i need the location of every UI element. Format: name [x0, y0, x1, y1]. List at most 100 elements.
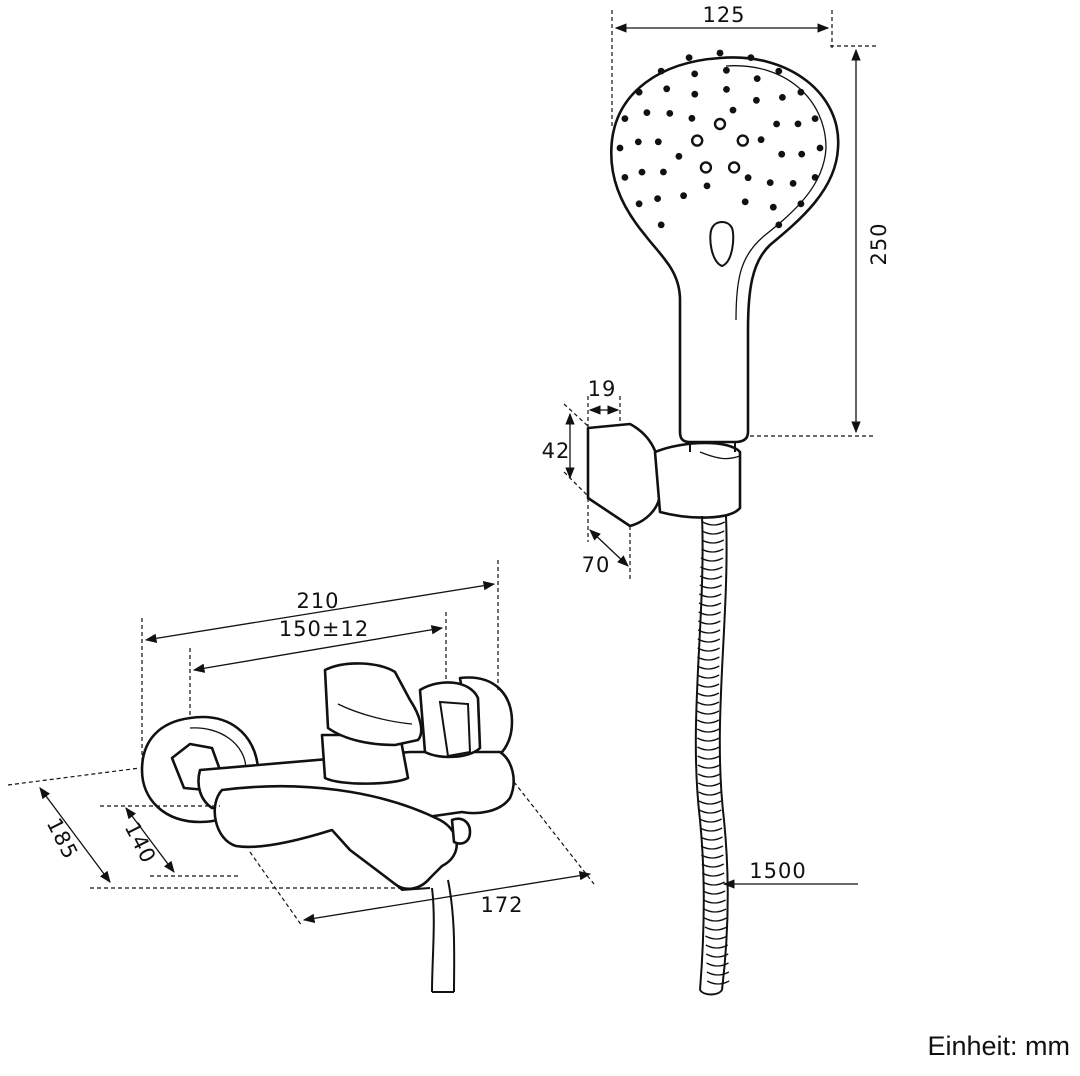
bath-mixer: [140, 662, 515, 993]
hose-rib: [702, 890, 726, 895]
spray-nozzle: [811, 174, 819, 181]
hose-rib: [697, 656, 720, 661]
unit-label: Einheit: mm: [927, 1031, 1070, 1061]
hose-rib: [700, 557, 724, 562]
hose-rib: [701, 872, 725, 877]
spray-nozzle: [794, 120, 802, 128]
dim-label-holder-depth: 19: [588, 377, 617, 401]
hose-rib: [700, 854, 724, 859]
hose-rib: [700, 845, 724, 850]
hose-rib: [697, 773, 721, 778]
dim-mixer-center-distance: 150±12: [189, 612, 447, 716]
hose-rib: [699, 575, 723, 580]
hose-rib: [705, 944, 729, 949]
hose-rib: [697, 629, 721, 634]
spray-nozzle: [778, 150, 786, 158]
spray-nozzle: [775, 67, 783, 75]
spray-nozzle: [775, 221, 783, 229]
spray-nozzle: [691, 70, 699, 78]
hose-rib: [701, 548, 724, 553]
hose-rib: [702, 881, 726, 886]
dim-holder-height: 42: [542, 403, 591, 497]
hose-rib: [696, 710, 720, 715]
spray-nozzle: [789, 180, 797, 187]
spray-nozzle: [766, 179, 774, 187]
spray-nozzle: [729, 106, 737, 114]
hose-rib: [704, 917, 727, 922]
spray-nozzle-large: [691, 134, 704, 147]
dim-head-width: 125: [611, 3, 833, 128]
dim-hose-length: 1500: [722, 859, 858, 889]
spray-nozzle: [741, 198, 749, 206]
spray-nozzle: [657, 221, 665, 229]
hose-rib: [697, 764, 721, 769]
spray-nozzle: [657, 67, 665, 75]
spray-nozzle: [723, 86, 730, 93]
spray-nozzle-large: [727, 161, 741, 174]
hose-rib: [696, 674, 720, 679]
hose-rib: [698, 809, 722, 814]
spray-nozzle: [779, 94, 786, 101]
hose-rib: [696, 701, 720, 706]
spray-nozzle: [703, 182, 711, 190]
hose-rib: [697, 647, 720, 652]
spray-nozzle: [680, 192, 687, 200]
dim-label-holder-height: 42: [542, 439, 571, 463]
dim-label-head-width: 125: [702, 3, 745, 27]
spray-nozzle: [643, 109, 651, 116]
spray-nozzle: [747, 54, 755, 61]
spray-nozzle: [638, 168, 646, 176]
spray-nozzle-large: [713, 117, 727, 131]
hose-rib: [698, 611, 722, 616]
hose-rib: [702, 521, 726, 526]
hose-rib: [701, 530, 725, 535]
hose-rib: [697, 638, 721, 643]
spray-nozzle: [773, 120, 780, 128]
spray-nozzles: [616, 49, 824, 229]
hose-rib: [698, 791, 721, 796]
hose-rib: [706, 971, 730, 976]
dim-label-mixer-projection-outer: 185: [42, 814, 83, 863]
dim-label-mixer-projection-inner: 140: [120, 818, 161, 867]
dim-mixer-spout-length: 172: [249, 781, 595, 927]
spray-nozzle: [769, 203, 777, 211]
spray-nozzle: [723, 66, 730, 74]
shower-hose: [694, 515, 730, 996]
spray-nozzle: [688, 114, 696, 122]
spray-nozzle: [621, 174, 629, 181]
hose-rib: [700, 836, 723, 841]
spray-nozzle: [666, 110, 674, 117]
hose-rib: [705, 953, 729, 958]
hose-rib: [696, 719, 720, 724]
hose-rib: [696, 737, 720, 742]
dim-label-mixer-center-distance: 150±12: [279, 617, 369, 641]
hose-rib: [696, 683, 720, 688]
spray-nozzle: [675, 152, 683, 160]
spray-nozzle: [621, 115, 629, 122]
spray-nozzle: [797, 88, 805, 96]
hose-rib: [696, 665, 720, 670]
spray-nozzle: [753, 75, 761, 82]
dim-label-mixer-spout-length: 172: [480, 893, 523, 917]
spray-nozzle: [685, 54, 693, 61]
hose-rib: [699, 818, 723, 823]
spray-nozzle: [616, 144, 624, 152]
spray-nozzle: [798, 150, 806, 158]
hose-rib: [698, 620, 721, 625]
hose-rib: [704, 926, 728, 931]
spray-nozzle-large: [736, 134, 749, 147]
spray-nozzle: [635, 88, 643, 96]
spray-nozzle: [797, 200, 805, 208]
spray-nozzle-large: [699, 161, 713, 174]
spray-nozzle: [660, 168, 667, 176]
spray-nozzle: [757, 136, 765, 144]
hose-rib: [697, 782, 721, 787]
hose-rib: [706, 980, 730, 985]
hose-rib: [698, 602, 722, 607]
hose-rib: [698, 800, 722, 805]
spray-nozzle: [635, 200, 643, 208]
spray-nozzle: [811, 115, 819, 122]
wall-holder: [586, 422, 742, 528]
spray-nozzle: [753, 96, 760, 104]
